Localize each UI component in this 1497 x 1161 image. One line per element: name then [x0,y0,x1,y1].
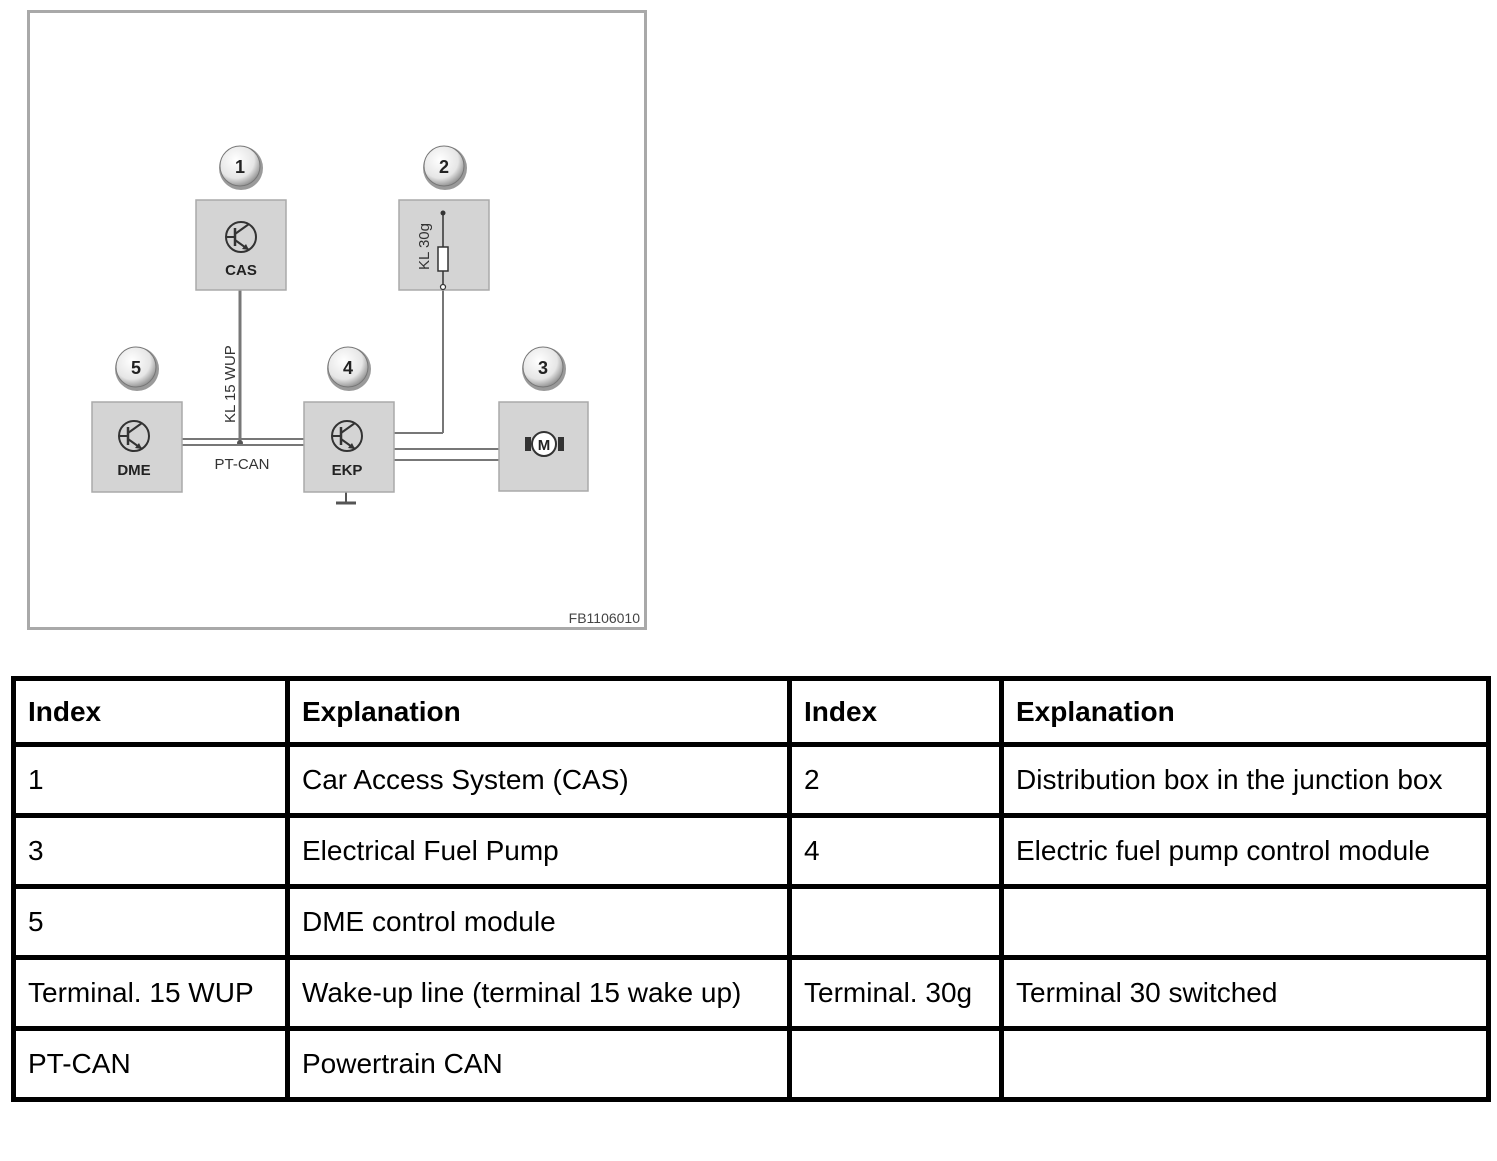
table-cell [999,1026,1491,1102]
table-cell: 5 [11,884,290,960]
table-cell: Wake-up line (terminal 15 wake up) [285,955,792,1031]
wires [180,289,499,505]
ekp-label: EKP [332,462,363,479]
table-cell: 4 [787,813,1004,889]
fuse-icon [437,246,449,272]
table-row: 1 Car Access System (CAS) 2 Distribution… [11,742,1491,818]
table-cell: Car Access System (CAS) [285,742,792,818]
header-index: Index [11,676,290,747]
svg-text:5: 5 [131,358,141,378]
transistor-icon [225,221,257,253]
motor-label: M [538,437,551,454]
badge-5: 5 [115,346,159,391]
motor-icon: M [525,431,564,457]
figure-id: FB1106010 [569,610,641,626]
table-row: PT-CAN Powertrain CAN [11,1026,1491,1102]
badge-3: 3 [522,346,566,391]
header-explanation: Explanation [285,676,792,747]
table-cell: Terminal. 30g [787,955,1004,1031]
ptcan-label: PT-CAN [214,456,269,473]
dme-label: DME [117,462,150,479]
table-cell: Powertrain CAN [285,1026,792,1102]
transistor-icon [331,420,363,452]
svg-text:3: 3 [538,358,548,378]
svg-text:1: 1 [235,157,245,177]
badge-2: 2 [423,145,467,190]
kl15-label: KL 15 WUP [222,345,239,423]
table-cell: Distribution box in the junction box [999,742,1491,818]
table-cell: Electrical Fuel Pump [285,813,792,889]
badge-1: 1 [219,145,263,190]
cas-label: CAS [225,262,257,279]
table-cell [787,884,1004,960]
ekp-module-box: EKP [303,401,395,493]
distribution-box: KL 30g [398,199,490,291]
table-cell [787,1026,1004,1102]
table-row: 3 Electrical Fuel Pump 4 Electric fuel p… [11,813,1491,889]
cas-module-box: CAS [195,199,287,291]
svg-text:4: 4 [343,358,353,378]
header-explanation: Explanation [999,676,1491,747]
legend-table: Index Explanation Index Explanation 1 Ca… [11,676,1491,1102]
diagram-svg: CAS KL 30g DME [91,145,641,626]
wiring-diagram: CAS KL 30g DME [27,10,647,630]
table-cell: 1 [11,742,290,818]
legend-header-row: Index Explanation Index Explanation [11,676,1491,747]
dme-module-box: DME [91,401,183,493]
table-cell: DME control module [285,884,792,960]
table-row: 5 DME control module [11,884,1491,960]
table-cell: Terminal. 15 WUP [11,955,290,1031]
header-index: Index [787,676,1004,747]
badge-4: 4 [327,346,371,391]
table-cell: 3 [11,813,290,889]
table-cell: PT-CAN [11,1026,290,1102]
transistor-icon [118,420,150,452]
svg-text:2: 2 [439,157,449,177]
fuel-pump-box: M [498,401,589,492]
table-cell: 2 [787,742,1004,818]
kl30-label: KL 30g [416,223,433,270]
table-row: Terminal. 15 WUP Wake-up line (terminal … [11,955,1491,1031]
terminal-dot [440,210,446,216]
table-cell [999,884,1491,960]
table-cell: Terminal 30 switched [999,955,1491,1031]
table-cell: Electric fuel pump control module [999,813,1491,889]
